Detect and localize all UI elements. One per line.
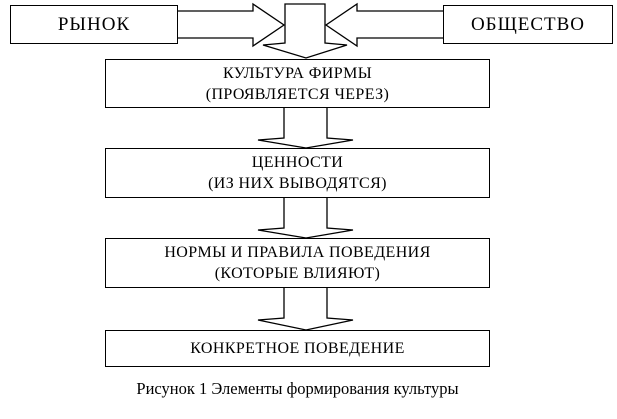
- norms-box-line2: (КОТОРЫЕ ВЛИЯЮТ): [214, 265, 381, 282]
- connector-down-arrow-1: [257, 108, 354, 149]
- behavior-box: КОНКРЕТНОЕ ПОВЕДЕНИЕ: [105, 330, 490, 367]
- connector-down-arrow-2: [257, 198, 354, 239]
- values-box: ЦЕННОСТИ (ИЗ НИХ ВЫВОДЯТСЯ): [105, 148, 490, 198]
- society-box-label: ОБЩЕСТВО: [470, 14, 586, 35]
- figure-caption: Рисунок 1 Элементы формирования культуры: [136, 379, 459, 398]
- culture-box-line2: (ПРОЯВЛЯЕТСЯ ЧЕРЕЗ): [205, 85, 390, 103]
- culture-box: КУЛЬТУРА ФИРМЫ (ПРОЯВЛЯЕТСЯ ЧЕРЕЗ): [105, 59, 490, 108]
- left-block-arrow-icon: [324, 2, 443, 48]
- behavior-box-line1: КОНКРЕТНОЕ ПОВЕДЕНИЕ: [190, 340, 405, 357]
- norms-box: НОРМЫ И ПРАВИЛА ПОВЕДЕНИЯ (КОТОРЫЕ ВЛИЯЮ…: [105, 238, 490, 288]
- right-block-arrow-icon: [178, 2, 286, 48]
- values-box-line2: (ИЗ НИХ ВЫВОДЯТСЯ): [208, 175, 387, 192]
- market-box-label: РЫНОК: [57, 14, 131, 35]
- norms-box-line1: НОРМЫ И ПРАВИЛА ПОВЕДЕНИЯ: [164, 244, 431, 261]
- values-box-line1: ЦЕННОСТИ: [251, 154, 344, 171]
- connector-down-arrow-3: [257, 288, 354, 331]
- market-box: РЫНОК: [10, 5, 178, 44]
- culture-box-line1: КУЛЬТУРА ФИРМЫ: [222, 64, 373, 82]
- society-box: ОБЩЕСТВО: [443, 5, 613, 44]
- down-block-arrow-icon: [262, 3, 348, 59]
